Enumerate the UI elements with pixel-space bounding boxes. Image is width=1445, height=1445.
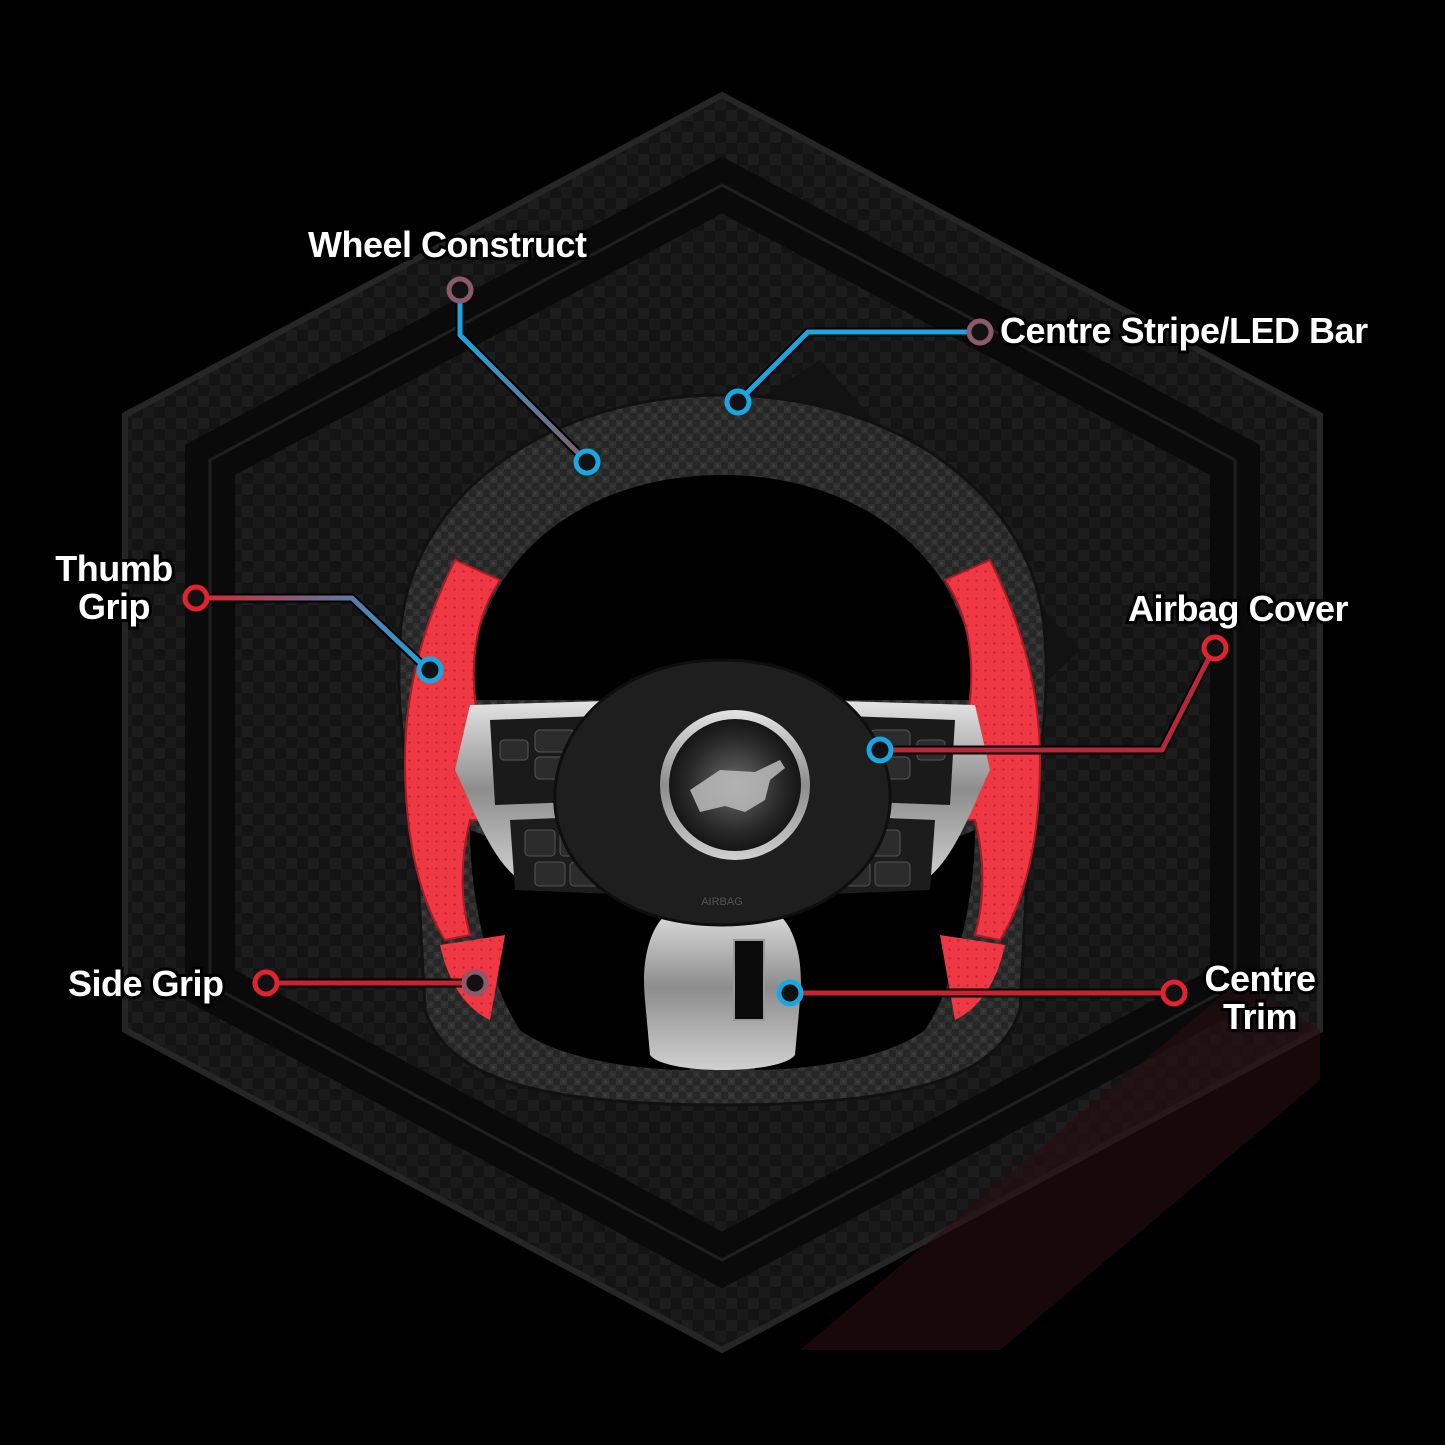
thumb-grip-line2: Grip — [75, 585, 154, 629]
centre-trim-label: Centre Trim — [1195, 957, 1325, 1039]
pony-emblem-icon — [690, 760, 785, 812]
airbag-cover-label: Airbag Cover — [1125, 587, 1352, 631]
callout-dots — [182, 276, 1229, 1007]
thumb-grip-line1: Thumb — [52, 547, 176, 591]
centre-trim-line2: Trim — [1220, 995, 1301, 1039]
centre-stripe-label: Centre Stripe/LED Bar — [997, 309, 1371, 353]
callouts — [193, 285, 1218, 998]
wheel-construct-label: Wheel Construct — [305, 223, 590, 267]
svg-text:AIRBAG: AIRBAG — [701, 896, 743, 908]
lower-spoke — [644, 905, 801, 1070]
centre-trim-line1: Centre — [1201, 957, 1319, 1001]
side-grip-label: Side Grip — [65, 962, 227, 1006]
thumb-grip-label: Thumb Grip — [48, 547, 180, 629]
steering-wheel: AIRBAG — [397, 393, 1048, 1107]
